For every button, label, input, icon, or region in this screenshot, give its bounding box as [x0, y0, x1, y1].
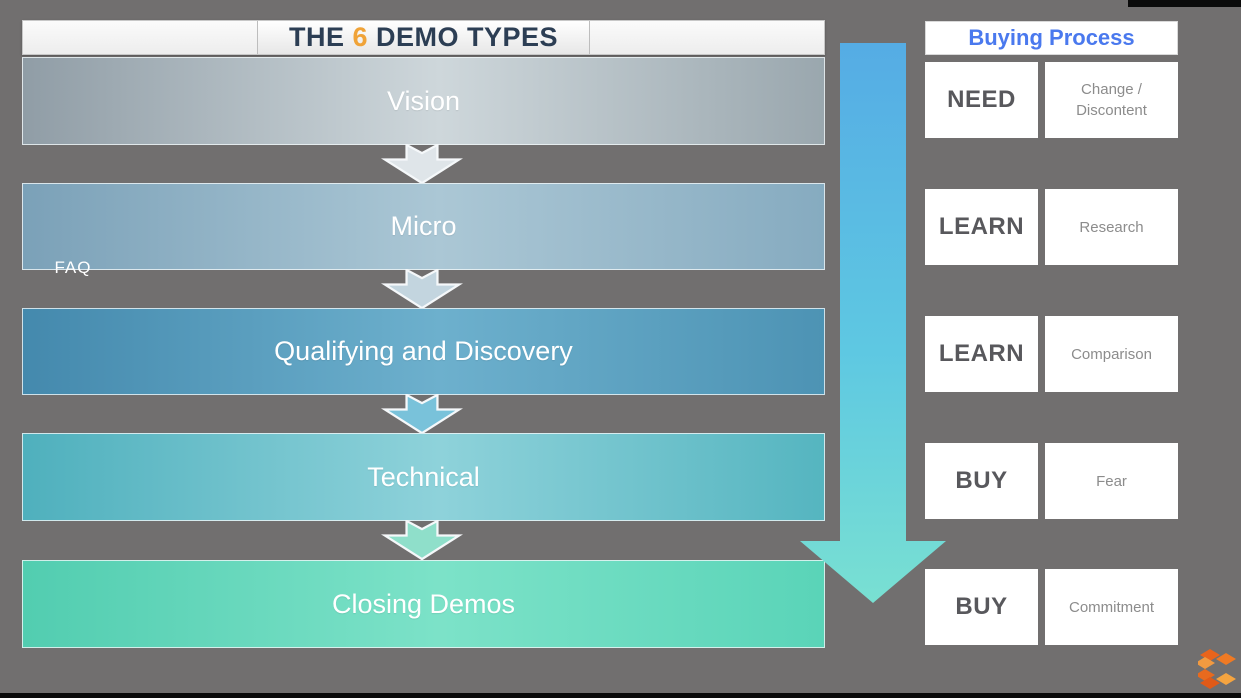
page-title: THE 6 DEMO TYPES — [257, 21, 590, 54]
down-arrow-icon — [381, 394, 463, 434]
top-right-letterbox — [1128, 0, 1241, 7]
stage-buy: BUY — [925, 569, 1038, 645]
demo-bar-micro: Micro — [22, 183, 825, 270]
stage-buy: BUY — [925, 443, 1038, 519]
demo-bar-label: Qualifying and Discovery — [274, 336, 573, 366]
faceted-c-logo-icon — [1198, 649, 1236, 689]
demo-bar-vision: Vision — [22, 57, 825, 145]
demo-bar-label: Vision — [386, 85, 461, 116]
faq-label: FAQ — [54, 258, 92, 277]
buying-process-title: Buying Process — [925, 21, 1178, 55]
down-arrow-icon — [381, 269, 463, 309]
driver-comparison: Comparison — [1045, 316, 1178, 392]
demo-bar-label: Technical — [367, 461, 480, 492]
stage-need: NEED — [925, 62, 1038, 138]
faq-arrow-icon — [800, 43, 946, 603]
demo-bar-qualifying-discovery: Qualifying and Discovery — [22, 308, 825, 395]
driver-fear: Fear — [1045, 443, 1178, 519]
down-arrow-icon — [381, 520, 463, 560]
driver-change-discontent: Change / Discontent — [1045, 62, 1178, 138]
title-prefix: THE — [288, 22, 353, 52]
down-arrow-icon — [381, 144, 463, 184]
demo-bar-label: Micro — [390, 211, 457, 241]
stage-learn: LEARN — [925, 189, 1038, 265]
stage-learn: LEARN — [925, 316, 1038, 392]
title-banner: THE 6 DEMO TYPES — [22, 20, 825, 55]
driver-research: Research — [1045, 189, 1178, 265]
demo-bar-technical: Technical — [22, 433, 825, 521]
bottom-letterbox — [0, 693, 1241, 698]
demo-bar-closing-demos: Closing Demos — [22, 560, 825, 648]
title-number: 6 — [352, 22, 368, 52]
title-suffix: DEMO TYPES — [368, 22, 559, 52]
demo-bar-label: Closing Demos — [331, 588, 516, 619]
driver-commitment: Commitment — [1045, 569, 1178, 645]
